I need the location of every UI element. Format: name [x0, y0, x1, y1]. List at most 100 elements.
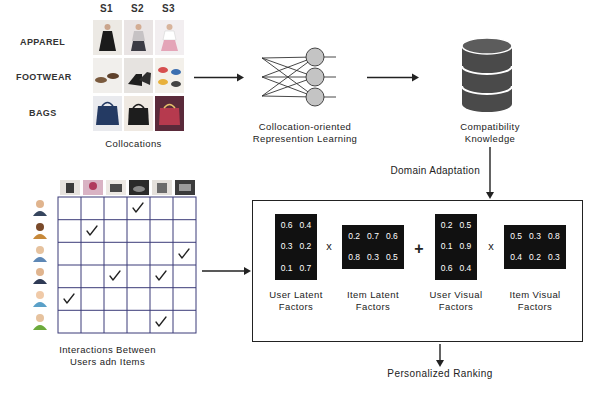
arrow-head [412, 74, 419, 82]
collocation-photos-part [139, 72, 151, 85]
column-header: S2 [131, 3, 144, 14]
arrow-head [436, 360, 444, 367]
edge-label: Domain Adaptation [388, 165, 482, 176]
node-caption: Collocations [105, 138, 162, 150]
check-marks-part [87, 226, 97, 235]
node-caption: Item Visual Factors [504, 289, 566, 313]
matrix-value: 0.1 [281, 263, 293, 274]
collocation-photos-part [93, 96, 122, 131]
matrix-value: 0.5 [460, 220, 472, 231]
connector-arrow [194, 74, 244, 82]
check-marks-part [156, 317, 166, 326]
neural-network-icon-part [324, 97, 336, 98]
node-caption: Item Latent Factors [342, 289, 404, 313]
neural-network-icon-part [306, 48, 324, 66]
matrix-value: 0.4 [300, 220, 312, 231]
item-thumbnails-part [83, 180, 103, 195]
collocation-photos-part [163, 31, 176, 40]
matrix-value: 0.4 [510, 252, 522, 263]
item-thumbnails-part [110, 184, 122, 192]
database-icon [462, 38, 512, 112]
column-header: S3 [162, 3, 175, 14]
matrix-node: 0.50.30.80.40.20.3Item Visual Factors [493, 209, 577, 335]
interaction-grid-part [58, 219, 196, 220]
collocation-photos-part [133, 105, 144, 109]
connector-arrow [367, 74, 419, 82]
collocation-photos-part [167, 24, 173, 30]
user-icons-part [36, 200, 44, 208]
connector-line [194, 77, 238, 78]
connector-line [439, 344, 440, 361]
matrix-node: 0.6 0.4 0.3 0.2 0.1 0.7User Latent Factors [261, 209, 331, 335]
connector-arrow [436, 344, 444, 367]
matrix-value: 0.2 [348, 231, 360, 242]
matrix-area: 0.6 0.4 0.3 0.2 0.1 0.7 [275, 209, 318, 285]
collocation-photos-part [155, 96, 184, 131]
check-marks [64, 203, 189, 326]
matrix-value: 0.1 [441, 241, 453, 252]
neural-network-icon-part [306, 88, 324, 106]
item-thumbnails-part [60, 180, 80, 195]
matrix-block: 0.20.50.10.90.60.4 [435, 214, 478, 279]
collocation-photos-part [124, 20, 153, 55]
user-icons-part [33, 257, 47, 262]
user-icons-part [33, 279, 47, 284]
user-icons-part [36, 223, 44, 231]
matrix-value: 0.7 [300, 263, 312, 274]
network-block: Collocation-oriented Represention Learni… [245, 10, 365, 145]
matrix-value: 0.4 [460, 263, 472, 274]
user-icons-part [36, 246, 44, 254]
database-block: Compatibility Knowledge [420, 10, 560, 145]
operator-sign: x [485, 240, 497, 252]
check-marks-part [64, 294, 74, 303]
collocation-photos-part [132, 31, 145, 41]
user-icons-part [33, 234, 47, 239]
collocation-photos-part [171, 69, 181, 75]
row-label: APPAREL [20, 37, 65, 47]
database-icon-part [462, 66, 512, 74]
collocation-photos-part [155, 20, 184, 55]
collocation-photos-part [136, 24, 142, 30]
collocation-photos-part [171, 81, 181, 87]
item-thumbnails-part [129, 180, 149, 195]
matrix-value: 0.6 [281, 220, 293, 231]
row-label: BAGS [29, 108, 57, 118]
collocation-photos [93, 20, 184, 131]
interaction-grid-part [58, 265, 196, 266]
check-marks-part [110, 271, 120, 280]
interaction-block: Interactions Between Users adn Items [15, 178, 200, 368]
item-thumbnails-part [152, 180, 172, 195]
collocation-photos-part [99, 31, 116, 51]
matrix-value: 0.3 [281, 241, 293, 252]
collocation-photos-part [96, 106, 119, 125]
item-thumbnails-part [175, 180, 195, 195]
collocation-photos-part [158, 79, 168, 85]
collocation-photos-part [124, 58, 153, 93]
collocation-photos-part [155, 58, 184, 93]
neural-network-icon-part [306, 68, 324, 86]
matrix-value: 0.2 [529, 252, 541, 263]
operator-sign: x [323, 240, 335, 252]
matrix-area: 0.20.50.10.90.60.4 [435, 209, 478, 285]
interaction-grid-part [58, 287, 196, 288]
matrix-value: 0.6 [386, 231, 398, 242]
item-thumbnails [60, 180, 195, 195]
node-caption: User Latent Factors [265, 289, 327, 313]
node-caption: Personalized Ranking [387, 368, 492, 381]
collocation-photos-part [105, 24, 111, 30]
matrix-value: 0.2 [441, 220, 453, 231]
matrix-block: 0.20.70.60.80.30.5 [342, 225, 403, 269]
collocation-photos-part [128, 108, 149, 125]
row-label: FOOTWEAR [16, 72, 72, 82]
connector-arrow [202, 267, 251, 275]
matrix-area: 0.20.70.60.80.30.5 [342, 209, 403, 285]
database-icon-part [462, 86, 512, 94]
matrix-value: 0.3 [548, 252, 560, 263]
connector-line [489, 147, 490, 193]
matrix-value: 0.7 [367, 231, 379, 242]
matrix-value: 0.2 [300, 241, 312, 252]
check-marks-part [156, 271, 166, 280]
matrix-value: 0.5 [510, 231, 522, 242]
matrix-value: 0.3 [529, 231, 541, 242]
